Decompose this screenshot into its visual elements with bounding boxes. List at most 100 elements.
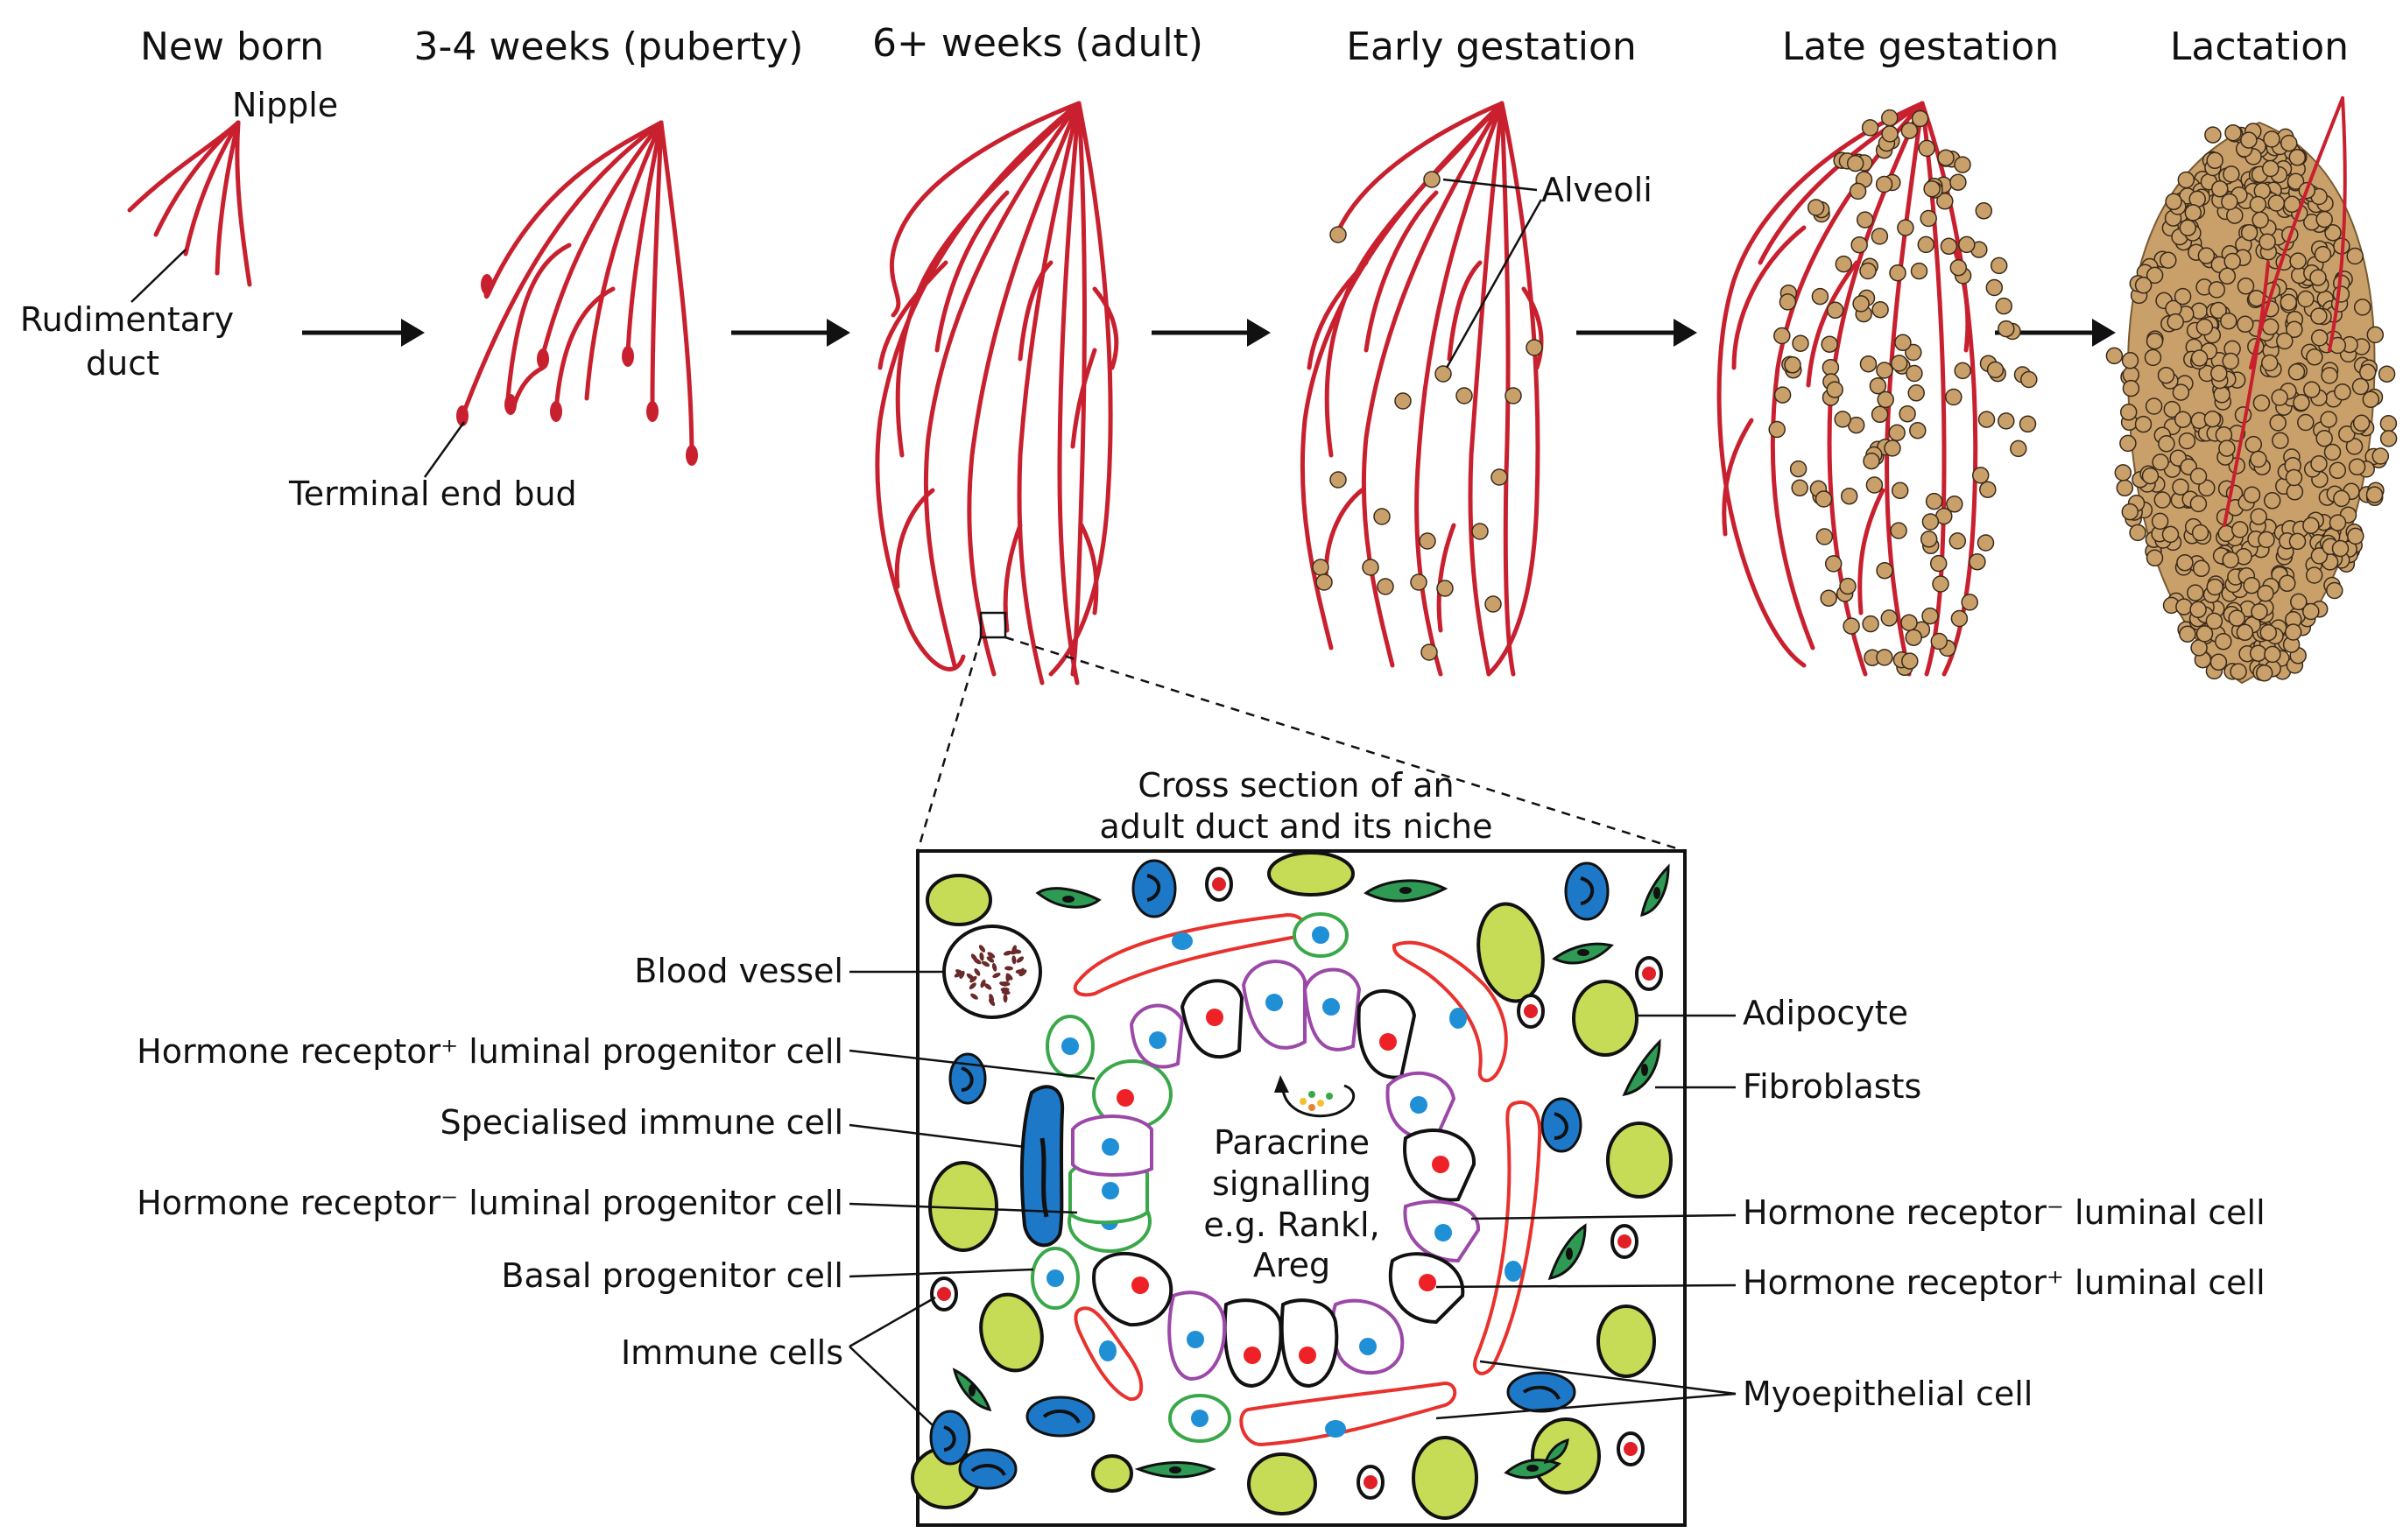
alveolus: [1905, 343, 1922, 362]
late-alveoli: [1768, 109, 2038, 677]
alveolus: [1897, 219, 1914, 236]
alveolus: [2272, 432, 2289, 449]
stage-title-newborn: New born: [140, 25, 324, 69]
alveolus: [1820, 589, 1837, 607]
alveolus: [2271, 389, 2288, 406]
alveolus: [2119, 434, 2137, 453]
alveolus: [1815, 490, 1833, 508]
alveolus: [2258, 531, 2275, 549]
leader-alveoli-2: [1445, 199, 1543, 369]
adult-duct-tree: [875, 101, 1119, 686]
alveolus: [1909, 421, 1927, 439]
alveolus: [1880, 609, 1899, 627]
alveolus: [2261, 354, 2279, 372]
alveolus: [2158, 435, 2175, 453]
alveolus: [2146, 266, 2164, 285]
alveolus: [2378, 365, 2396, 383]
alveolus: [1925, 492, 1943, 510]
alveolus: [1850, 236, 1868, 254]
arrow-1: [302, 319, 425, 347]
alveolus: [1901, 652, 1919, 670]
alveolus: [2333, 489, 2350, 508]
alveolus: [2153, 491, 2172, 509]
alveolus: [1834, 411, 1851, 428]
red-blood-cell: [1003, 950, 1012, 956]
alveolus: [1811, 287, 1829, 306]
alveolus: [2122, 379, 2140, 397]
alveolus: [2288, 532, 2307, 551]
alveolus: [2365, 486, 2384, 503]
red-blood-cell: [988, 998, 996, 1006]
label-specialised-immune-cell: Specialised immune cell: [440, 1103, 843, 1142]
alveolus: [2228, 609, 2245, 627]
alveolus: [2184, 204, 2202, 222]
alveolus: [2179, 625, 2196, 643]
label-rudimentary-duct-line2: duct: [86, 344, 159, 383]
label-rudimentary-duct-line1: Rudimentary: [20, 300, 234, 339]
alveolus: [1862, 615, 1879, 633]
luminal-nuclei-blue: [1102, 994, 1452, 1355]
red-blood-cell: [1019, 969, 1027, 977]
alveolus: [2121, 503, 2139, 521]
alveolus: [2352, 414, 2371, 432]
alveolus: [2280, 134, 2298, 152]
alveolus: [2285, 468, 2303, 487]
alveolus: [2310, 547, 2329, 565]
alveolus: [2279, 574, 2296, 593]
alveolus: [2145, 397, 2163, 415]
alveolus: [2303, 381, 2321, 398]
alveolus: [1839, 577, 1857, 595]
alveolus: [2267, 194, 2286, 212]
alveolus: [1843, 617, 1860, 635]
alveolus: [2302, 517, 2320, 535]
label-terminal-end-bud: Terminal end bud: [288, 475, 577, 513]
alveolus: [2174, 287, 2192, 306]
alveolus: [2119, 404, 2138, 421]
alveolus: [2222, 551, 2239, 569]
alveolus: [2297, 290, 2315, 308]
alveolus: [2203, 410, 2222, 428]
label-basal-progenitor: Basal progenitor cell: [501, 1256, 843, 1295]
alveolus: [1948, 532, 1967, 550]
alveolus: [1773, 386, 1792, 404]
alveolus: [2223, 165, 2240, 183]
alveolus: [2366, 326, 2385, 344]
alveolus: [2187, 584, 2204, 601]
alveolus: [1998, 320, 2015, 338]
alveolus: [1792, 334, 1809, 352]
alveolus: [2167, 313, 2184, 331]
alveolus: [2221, 193, 2238, 211]
red-blood-cell: [1005, 973, 1011, 982]
paracrine-molecules: [1300, 1091, 1333, 1111]
alveolus: [1937, 149, 1955, 166]
red-blood-cell: [1001, 989, 1011, 995]
alveolus: [2209, 301, 2227, 320]
label-hr-neg-luminal: Hormone receptor⁻ luminal cell: [1743, 1193, 2266, 1232]
alveolus: [2141, 467, 2160, 485]
label-hr-pos-luminal: Hormone receptor⁺ luminal cell: [1743, 1263, 2266, 1302]
zoom-dashed-lines: [916, 636, 1686, 853]
alveolus: [2206, 151, 2223, 170]
alveolus: [2249, 644, 2267, 662]
alveolus: [2257, 584, 2274, 602]
alveolus: [2218, 439, 2236, 457]
red-blood-cell: [959, 970, 965, 980]
alveolus: [1954, 156, 1971, 173]
label-alveoli: Alveoli: [1541, 171, 1653, 209]
red-blood-cell: [992, 972, 1001, 979]
alveolus: [1859, 262, 1877, 280]
alveolus: [2213, 386, 2230, 404]
alveolus: [2250, 450, 2267, 468]
alveolus: [2215, 632, 2232, 650]
adipocytes: [911, 851, 1673, 1520]
alveolus: [2160, 251, 2177, 269]
alveolus: [1890, 522, 1907, 539]
cross-section-title-line1: Cross section of an: [1138, 766, 1454, 805]
alveolus: [2261, 318, 2280, 336]
alveolus: [1930, 632, 1948, 650]
alveolus: [1768, 420, 1786, 439]
stage-title-early-gestation: Early gestation: [1346, 25, 1637, 69]
stage-title-adult: 6+ weeks (adult): [872, 21, 1203, 66]
alveolus: [1921, 607, 1939, 625]
stage-title-puberty: 3-4 weeks (puberty): [414, 25, 804, 69]
